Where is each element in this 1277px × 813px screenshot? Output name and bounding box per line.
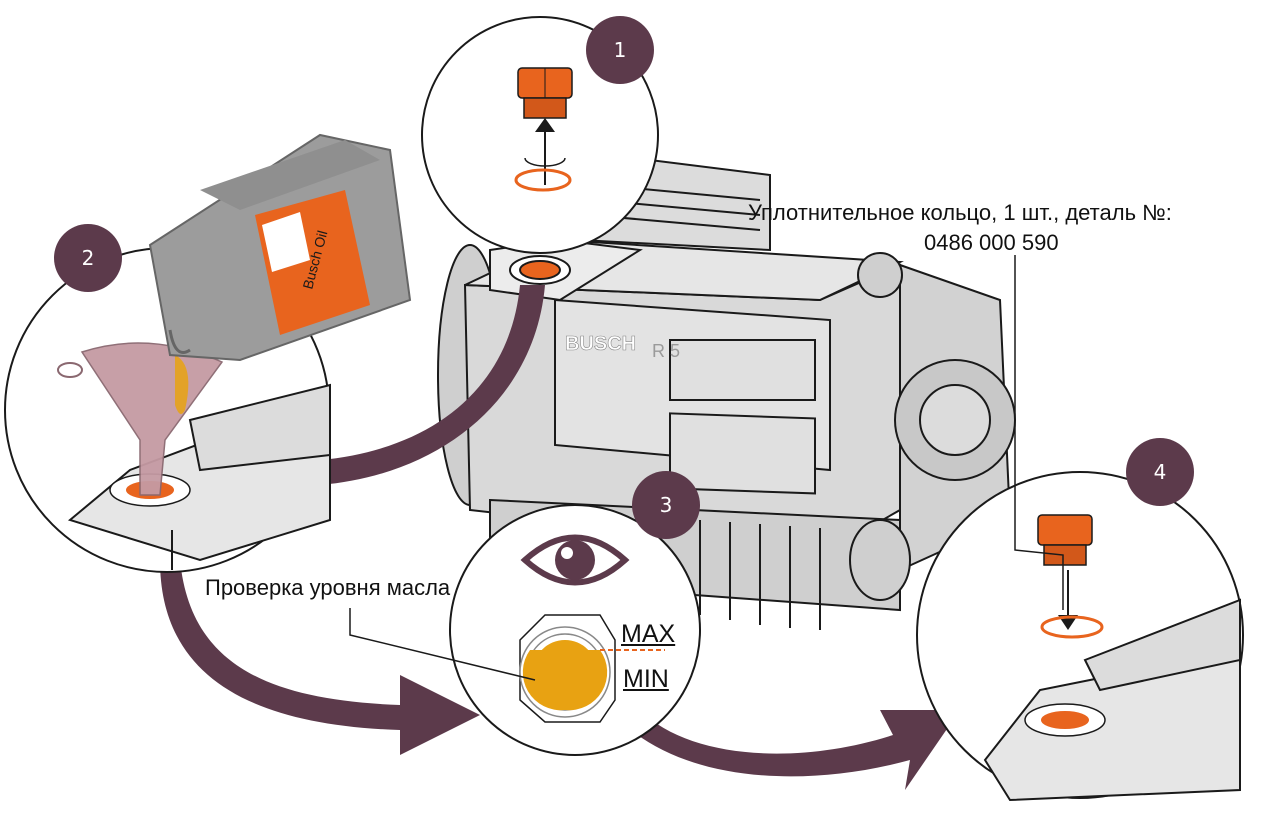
step-1-number: 1 bbox=[613, 38, 627, 62]
oil-canister-icon: Busch Oil bbox=[148, 133, 412, 362]
step-3-panel bbox=[349, 471, 701, 756]
seal-ring-icon bbox=[1040, 615, 1104, 639]
step-3-number: 3 bbox=[659, 493, 673, 517]
pump-model: R 5 bbox=[652, 341, 680, 361]
step-4-number: 4 bbox=[1153, 460, 1167, 484]
min-level-label: MIN bbox=[623, 665, 669, 693]
step-2-panel: Busch Oil bbox=[4, 133, 412, 573]
oil-level-check-label: Проверка уровня масла bbox=[205, 575, 451, 600]
max-level-label: MAX bbox=[621, 620, 676, 648]
step-2-number: 2 bbox=[81, 246, 95, 270]
sight-glass-icon bbox=[519, 614, 616, 723]
seal-ring-label: Уплотнительное кольцо, 1 шт., деталь №: bbox=[748, 200, 1172, 225]
eye-icon bbox=[520, 534, 630, 586]
funnel-icon bbox=[57, 342, 224, 496]
pump-brand: BUSCH bbox=[565, 333, 636, 355]
oil-plug-icon bbox=[1037, 514, 1093, 566]
seal-ring-icon bbox=[514, 168, 572, 192]
step-1-panel bbox=[421, 16, 659, 254]
seal-ring-part-number: 0486 000 590 bbox=[924, 230, 1059, 255]
oil-plug-icon bbox=[517, 67, 573, 119]
step-4-panel bbox=[916, 255, 1244, 802]
